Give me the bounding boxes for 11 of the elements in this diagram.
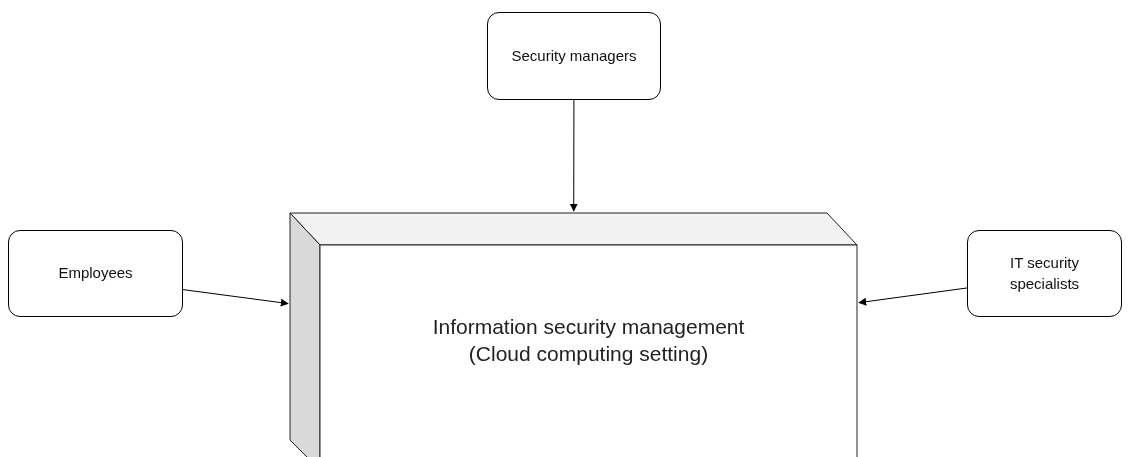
rounded-box bbox=[8, 230, 183, 317]
box-label: IT security specialists bbox=[1008, 253, 1081, 294]
arrow bbox=[182, 289, 289, 307]
box-label: Employees bbox=[58, 263, 133, 284]
box-label: Security managers bbox=[511, 45, 637, 66]
rounded-box bbox=[487, 12, 661, 100]
rounded-box bbox=[967, 230, 1122, 317]
block-title: (Cloud computing setting) bbox=[467, 341, 710, 368]
arrow bbox=[569, 99, 578, 212]
block-title: Information security management bbox=[431, 314, 746, 340]
arrow bbox=[858, 287, 968, 306]
